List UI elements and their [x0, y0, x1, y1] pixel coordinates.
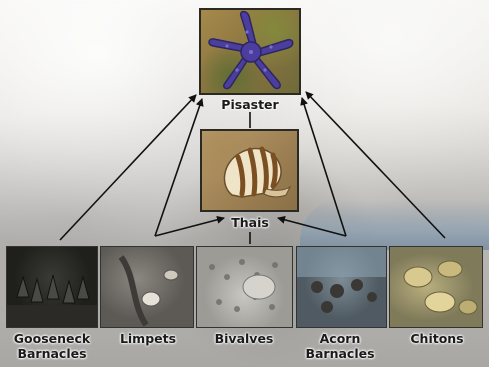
thais-photo	[200, 129, 299, 212]
pisaster-label: Pisaster	[221, 97, 278, 112]
prey-label-limpets: Limpets	[120, 331, 176, 346]
prey-label-gooseneck-line2: Barnacles	[17, 346, 86, 361]
thais-label: Thais	[231, 215, 269, 230]
starfish-icon	[201, 10, 299, 93]
arrow-gooseneck-to-pisaster	[60, 95, 196, 240]
pisaster-photo	[199, 8, 301, 95]
acorn-barnacles-icon	[297, 247, 386, 327]
chitons-icon	[390, 247, 482, 327]
prey-label-chitons: Chitons	[410, 331, 463, 346]
arrow-chitons-to-pisaster	[306, 92, 445, 238]
snail-icon	[202, 131, 297, 210]
bivalves-photo	[196, 246, 293, 328]
prey-label-bivalves: Bivalves	[215, 331, 274, 346]
limpets-icon	[101, 247, 193, 327]
chitons-photo	[389, 246, 483, 328]
gooseneck-barnacles-photo	[6, 246, 98, 328]
arrow-acorn-to-pisaster	[302, 98, 346, 236]
prey-label-acorn-barnacles: Acorn Barnacles	[305, 331, 374, 361]
gooseneck-barnacles-icon	[7, 247, 97, 327]
arrow-acorn-to-thais	[278, 218, 346, 236]
arrow-limpets-to-pisaster	[155, 99, 202, 236]
bivalves-icon	[197, 247, 292, 327]
prey-label-acorn-line1: Acorn	[320, 331, 361, 346]
prey-label-gooseneck-barnacles: Gooseneck Barnacles	[14, 331, 90, 361]
acorn-barnacles-photo	[296, 246, 387, 328]
prey-label-acorn-line2: Barnacles	[305, 346, 374, 361]
limpets-photo	[100, 246, 194, 328]
prey-label-gooseneck-line1: Gooseneck	[14, 331, 90, 346]
arrow-limpets-to-thais	[155, 218, 224, 236]
